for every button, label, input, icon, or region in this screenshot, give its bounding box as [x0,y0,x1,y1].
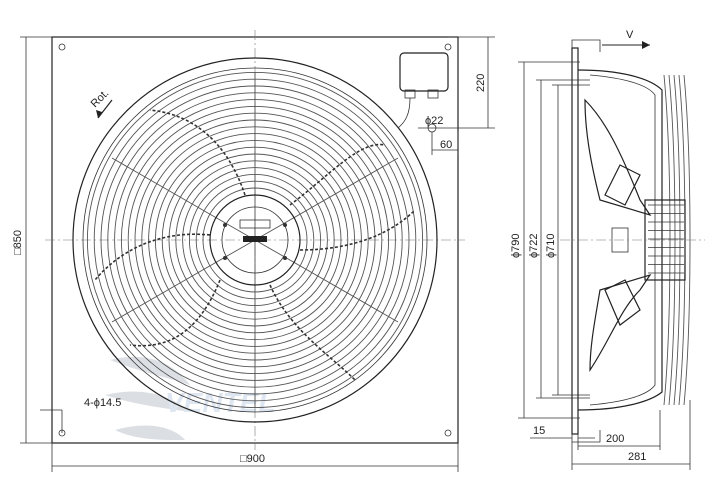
rotation-arrow [97,99,113,119]
hub-bolt-3 [223,256,227,260]
blade-6 [94,233,211,281]
blade-2 [289,143,386,206]
dim-790-label: ϕ790 [510,233,522,258]
watermark-text: VENTEL [165,387,275,418]
venturi-inner-ring [82,67,428,413]
side-top-clamp [571,39,601,52]
motor-hub [209,194,301,286]
hub-connector [243,236,267,242]
dim-box-offset: 220 [448,36,495,129]
watermark-blade-3 [115,425,185,440]
blade-3 [299,209,416,251]
dim-gland-offset-label: 60 [440,139,452,151]
dim-depth-motor: 200 [577,410,661,450]
side-blades [584,98,652,372]
side-blade-root-lower [604,279,641,326]
hub-inner [221,206,289,274]
dim-200-label: 200 [606,433,624,445]
cable [397,97,411,129]
side-blade-root-upper [604,164,641,206]
airflow-indicator: V [602,29,650,49]
rotation-label: Rot. [89,87,112,110]
hub-bolt-4 [283,256,287,260]
hub-bolt-2 [283,223,287,227]
guard-spokes [111,72,399,408]
side-grille-wire [673,74,681,406]
dim-710-label: ϕ710 [545,233,557,258]
spoke-6 [111,157,256,241]
rotation-indicator: Rot. [89,87,113,119]
fan-blades [94,109,416,381]
dim-box-label: 220 [475,74,487,92]
side-motor-fins [648,204,684,274]
dim-holes: 4-ϕ14.5 [40,397,121,433]
watermark-blade-2 [105,391,190,412]
dim-15-label: 15 [533,425,545,437]
venturi-outer-ring [72,57,438,423]
dim-outer-dia: ϕ790 [510,61,580,419]
terminal-box-body [399,52,449,92]
dim-mid-dia: ϕ722 [528,79,590,399]
front-view: Rot. □900 □850 4-ϕ14.5 220 [12,30,495,472]
hub-bolt-1 [223,223,227,227]
mounting-hole-top-left [58,43,66,51]
side-view: V ϕ790 ϕ722 ϕ710 15 [510,29,705,470]
dim-height-label: □850 [12,230,24,255]
dim-holes-label: 4-ϕ14.5 [84,397,121,409]
side-blade-lower [589,273,652,372]
airflow-arrowhead [642,41,650,49]
watermark-logo: VENTEL [105,356,275,440]
side-motor [611,199,686,281]
spoke-3 [254,239,399,323]
spoke-5 [111,239,256,323]
dim-width: □900 [51,443,459,472]
rotation-arrowhead [96,110,102,118]
spoke-2 [254,157,399,241]
dim-depth-total: 281 [571,400,691,470]
hub-label-plate [239,219,271,229]
terminal-gland-2 [427,89,439,99]
dim-722-label: ϕ722 [528,233,540,258]
airflow-label: V [626,29,634,41]
mounting-hole-bottom-right [444,429,452,437]
hub-outer [209,194,301,286]
dim-width-label: □900 [240,453,265,465]
dim-height: □850 [12,36,52,444]
dim-plate: 15 [530,425,595,439]
terminal-box [397,52,449,129]
dim-inner-dia: ϕ710 [545,84,590,396]
dim-gland-label: ϕ22 [425,115,443,127]
side-mounting-plate [571,47,579,435]
blade-5 [129,279,221,347]
blade-4 [269,284,356,381]
side-blade-upper [584,98,652,217]
mounting-hole-top-right [444,43,452,51]
side-venturi-profile [577,69,663,411]
blade-1 [149,109,246,196]
dim-281-label: 281 [628,451,646,463]
dim-gland: ϕ22 60 [418,115,462,155]
side-bottom-clamp [571,430,601,443]
